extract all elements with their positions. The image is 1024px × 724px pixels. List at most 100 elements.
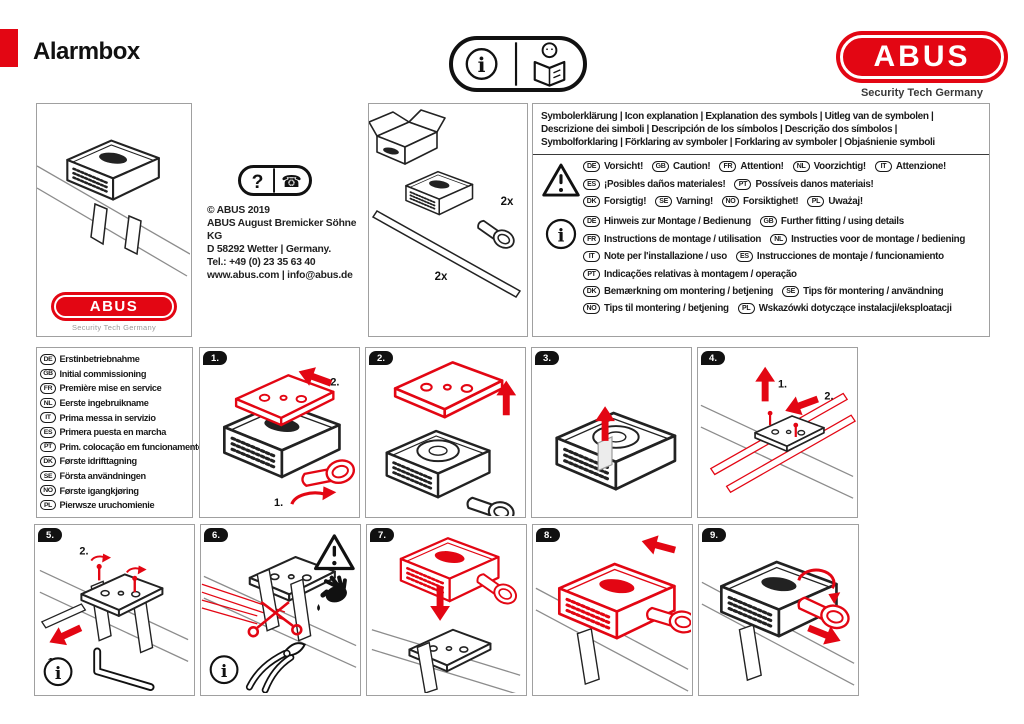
language-code-badge: NO <box>40 485 56 496</box>
language-code-badge: SE <box>655 195 673 207</box>
language-code-badge: NL <box>40 397 56 409</box>
bracket-plate <box>393 361 504 419</box>
scissors-icon <box>247 601 303 638</box>
language-label: Bemærkning om montering / betjening <box>604 285 774 297</box>
language-label: Instructies voor de montage / bediening <box>791 233 966 245</box>
cable-tie <box>371 210 522 298</box>
language-code-badge: DK <box>583 195 600 207</box>
language-label: Varning! <box>676 195 713 207</box>
key-icon <box>464 494 517 516</box>
language-label: Tips för montering / användning <box>803 285 944 297</box>
language-code-badge: DE <box>583 216 600 228</box>
frame-tube <box>36 165 191 277</box>
alarmbox-on-frame-illustration <box>36 139 191 277</box>
brand-tagline-small: Security Tech Germany <box>71 323 157 332</box>
abus-logo: ABUS <box>836 31 1008 83</box>
abus-logo-ring: ABUS <box>840 35 1004 79</box>
web-line: www.abus.com | info@abus.de <box>207 270 353 281</box>
tie-tail <box>40 603 87 629</box>
language-label: Caution! <box>673 161 711 173</box>
step-annotation: 2. <box>79 546 88 558</box>
info-icon <box>43 657 73 687</box>
help-contact-icon: ? ☎ <box>238 165 312 196</box>
step-number-badge: 6. <box>204 528 228 542</box>
language-code-badge: PT <box>583 268 600 280</box>
language-code-badge: ES <box>735 251 753 263</box>
language-code-badge: SE <box>782 285 800 297</box>
language-label: Prim. colocação em funcionamento <box>59 441 204 452</box>
language-code-badge: DK <box>40 456 56 467</box>
step-panel-4: 4. 1. 2. <box>697 347 858 518</box>
language-label: Note per l'installazione / uso <box>604 251 727 263</box>
step-panel-2: 2. <box>365 347 526 518</box>
language-label: Further fitting / using details <box>780 216 904 228</box>
alarmbox-device <box>405 170 474 216</box>
mounting-plate <box>80 573 164 617</box>
language-code-badge: NO <box>583 303 600 315</box>
mount-strap <box>576 627 600 686</box>
step-7-illustration <box>371 536 521 693</box>
symbol-panel-title: Symbolerklärung | Icon explanation | Exp… <box>533 104 989 155</box>
frame-tube <box>700 404 854 499</box>
language-code-badge: PL <box>40 499 56 511</box>
abus-logo-small: ABUS <box>51 292 177 321</box>
help-contact-art: ? ☎ <box>252 168 302 193</box>
step-annotation: 1. <box>778 379 787 391</box>
language-code-badge: ES <box>40 427 56 438</box>
step-number-badge: 5. <box>38 528 62 542</box>
language-label: Hinweis zur Montage / Bedienung <box>604 216 751 228</box>
step-panel-6: 6. <box>200 524 361 696</box>
carton-box <box>368 109 446 165</box>
language-code-badge: NO <box>721 195 739 207</box>
step-number-badge: 1. <box>203 351 227 365</box>
copyright-line: © ABUS 2019 <box>207 205 270 216</box>
language-code-badge: ES <box>583 178 600 190</box>
mount-strap <box>738 623 762 682</box>
read-manual-icon: i <box>449 36 587 92</box>
alarmbox-device <box>555 411 677 491</box>
info-icon <box>465 48 498 80</box>
company-line: ABUS August Bremicker Söhne KG <box>207 218 357 242</box>
language-label: Instructions de montage / utilisation <box>604 233 762 245</box>
screws-turning <box>90 553 147 593</box>
person-reading-icon <box>533 42 566 87</box>
step-number-badge: 3. <box>535 351 559 365</box>
language-code-badge: IT <box>874 161 892 173</box>
step-6-illustration <box>201 534 357 693</box>
language-label: Initial commissioning <box>59 368 147 379</box>
language-code-badge: PT <box>40 441 56 453</box>
language-label: Prima messa in servizio <box>59 412 156 423</box>
alarmbox-device <box>399 536 500 603</box>
mount-strap <box>416 641 438 693</box>
read-manual-icon-art: i <box>465 42 566 87</box>
title-line: Symbolerklärung | Icon explanation | Exp… <box>541 111 934 122</box>
language-code-badge: PL <box>807 195 825 207</box>
language-code-badge: PT <box>734 178 752 190</box>
language-label: Forsigtig! <box>604 195 647 207</box>
language-label: Possíveis danos materiais! <box>755 178 874 190</box>
language-code-badge: GB <box>759 216 777 228</box>
package-contents-panel: 2x 2x <box>368 103 528 337</box>
language-code-badge: SE <box>40 470 56 482</box>
arrow-icon <box>755 366 776 402</box>
language-label: Première mise en service <box>59 383 162 394</box>
language-code-badge: GB <box>652 161 670 173</box>
language-code-badge: FR <box>40 383 56 394</box>
language-label: Eerste ingebruikname <box>59 398 149 409</box>
phone-icon: ☎ <box>281 173 302 191</box>
abus-logo-text: ABUS <box>873 40 971 73</box>
language-label: Første idrifttagning <box>59 456 138 467</box>
brand-tagline: Security Tech Germany <box>860 87 984 99</box>
step-2-illustration <box>385 361 517 516</box>
mount-straps <box>90 202 142 256</box>
caution-icon-cell <box>539 158 583 210</box>
